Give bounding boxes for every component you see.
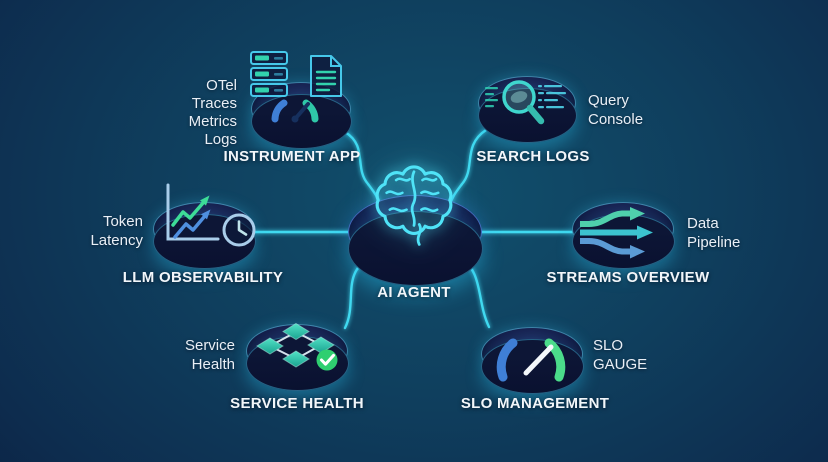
service-health-side-label: Service Health xyxy=(185,336,235,374)
instrument-app-platform xyxy=(251,82,351,136)
side-label-line: Latency xyxy=(90,232,143,249)
search-logs-side-label: Query Console xyxy=(588,91,643,129)
ai-agent-label: AI AGENT xyxy=(377,284,451,301)
side-label-line: Query xyxy=(588,92,629,109)
side-label-line: Logs xyxy=(204,131,237,148)
llm-observability-caption: LLM OBSERVABILITY xyxy=(122,269,284,286)
side-label-line: Metrics xyxy=(188,113,237,130)
slo-management-caption: SLO MANAGEMENT xyxy=(460,395,610,412)
side-label-line: Data xyxy=(687,215,719,232)
side-label-line: Service xyxy=(184,337,235,354)
instrument-app-caption: INSTRUMENT APP xyxy=(223,148,361,165)
streams-overview-caption: STREAMS OVERVIEW xyxy=(546,269,710,286)
side-label-line: Console xyxy=(588,111,644,128)
side-label-line: Traces xyxy=(191,95,237,112)
llm-observability-platform xyxy=(153,202,255,256)
slo-management-platform xyxy=(481,327,583,381)
connection-center-search xyxy=(448,128,488,207)
side-label-line: Token xyxy=(102,213,143,230)
side-label-line: OTel xyxy=(206,77,237,94)
service-health-platform xyxy=(246,324,348,378)
ai-agent-platform xyxy=(348,195,482,269)
search-logs-platform xyxy=(478,76,576,130)
service-health-caption: SERVICE HEALTH xyxy=(230,395,364,412)
search-logs-caption: SEARCH LOGS xyxy=(476,148,590,165)
side-label-line: SLO xyxy=(593,337,624,354)
streams-overview-side-label: Data Pipeline xyxy=(687,214,740,252)
connection-center-instrument xyxy=(343,130,382,207)
instrument-app-side-label: OTel Traces Metrics Logs xyxy=(189,77,237,149)
streams-overview-platform xyxy=(572,202,674,256)
llm-observability-side-label: Token Latency xyxy=(90,212,143,250)
slo-management-side-label: SLO GAUGE xyxy=(593,336,647,374)
side-label-line: GAUGE xyxy=(593,356,648,373)
side-label-line: Pipeline xyxy=(687,234,741,251)
side-label-line: Health xyxy=(191,356,235,373)
